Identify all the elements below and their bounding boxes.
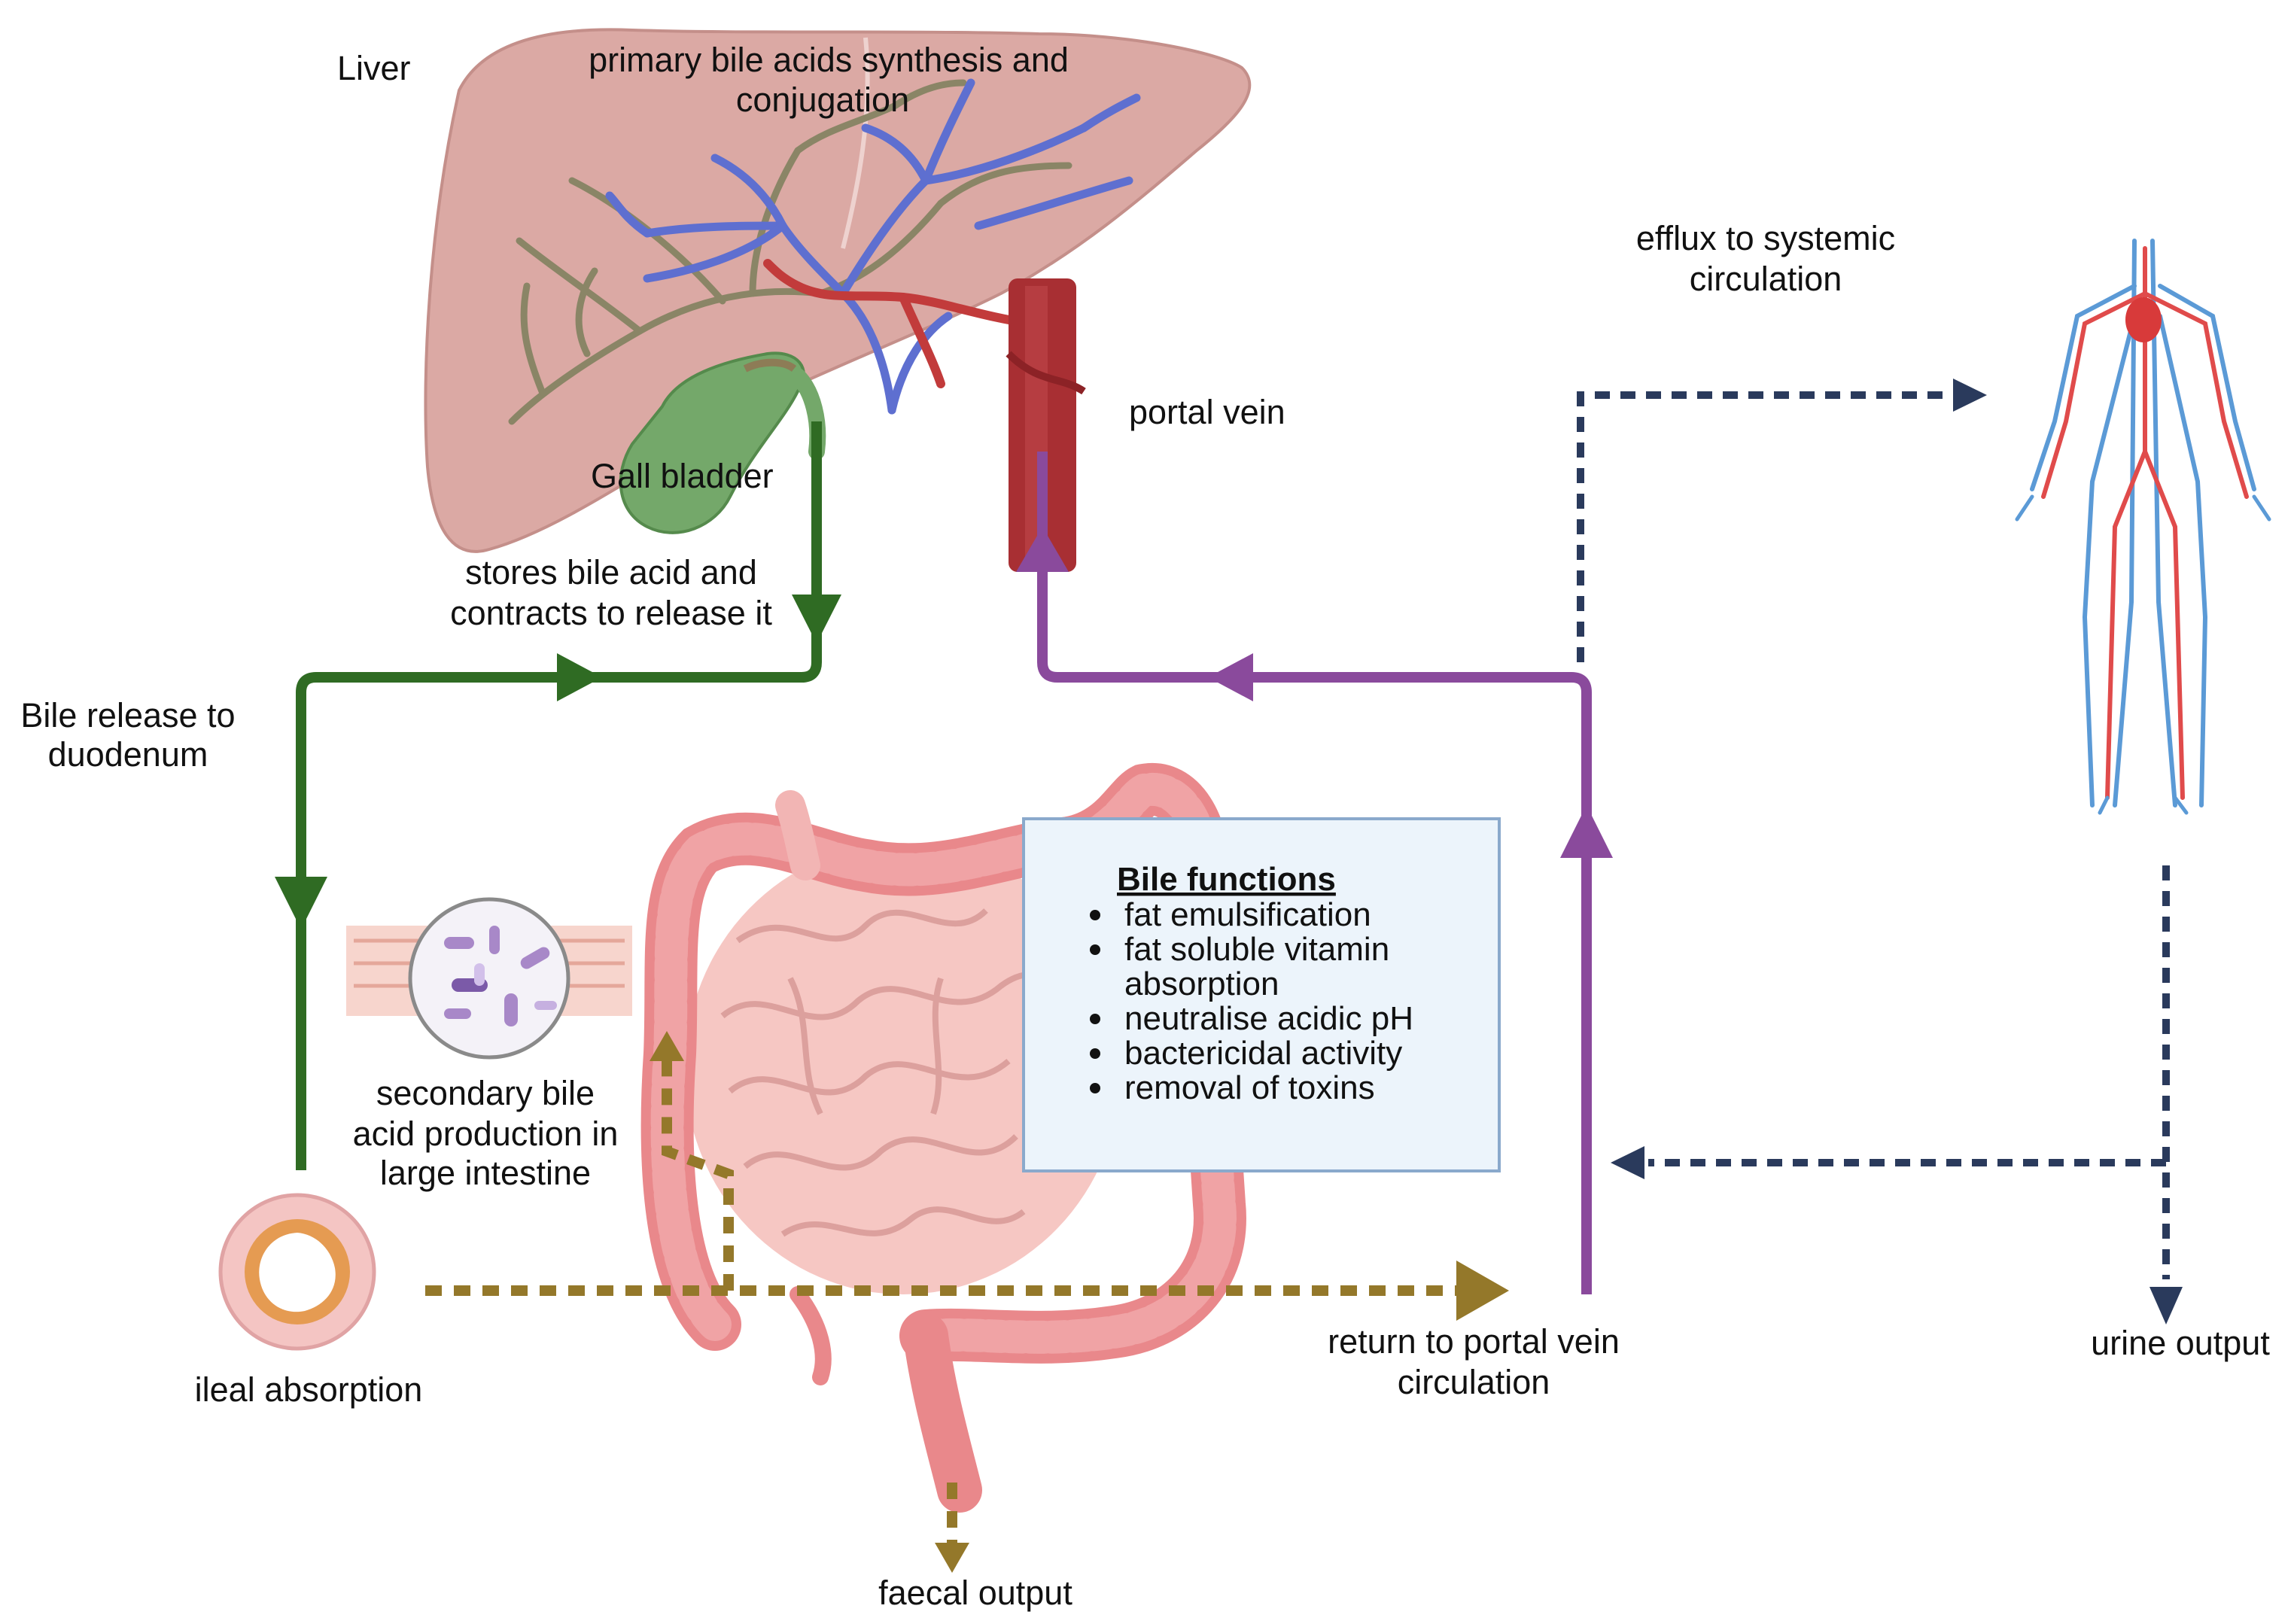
hepatic-artery-icon: [763, 259, 1036, 388]
function-item: fat soluble vitamin: [1124, 931, 1389, 968]
systemic-efflux-path: [1577, 391, 2170, 1279]
liver-illustration: [424, 28, 1252, 572]
return-arrow-left: [1208, 653, 1253, 701]
gall-bladder-label: Gall bladder: [591, 457, 774, 495]
bile-ducts-icon: [508, 79, 1072, 425]
secondary-label-line1: secondary bile: [376, 1074, 595, 1112]
liver-label: Liver: [337, 49, 411, 87]
bacteria-magnifier-icon: [346, 897, 632, 1060]
bullet-icon: [1090, 910, 1100, 920]
heart-icon: [2125, 297, 2162, 342]
bullet-icon: [1090, 944, 1100, 955]
reabsorption-arrow-right: [1456, 1261, 1509, 1321]
synthesis-label-line2: conjugation: [736, 81, 909, 119]
bile-release-label-line2: duodenum: [48, 735, 208, 774]
systemic-return-arrow-left: [1611, 1146, 1644, 1179]
faecal-output-label: faecal output: [878, 1574, 1072, 1612]
bullet-icon: [1090, 1083, 1100, 1093]
function-item: removal of toxins: [1124, 1069, 1375, 1106]
bile-arrow-down-duodenum: [275, 877, 327, 929]
return-arrow-up-portal: [1016, 527, 1069, 572]
return-label-line2: circulation: [1398, 1363, 1550, 1401]
urine-arrow-down: [2149, 1287, 2183, 1324]
function-item: neutralise acidic pH: [1124, 1000, 1413, 1037]
urine-output-label: urine output: [2091, 1324, 2270, 1362]
portal-return-path: [1037, 452, 1592, 1294]
portal-vein-label: portal vein: [1129, 393, 1285, 431]
bile-functions-box: Bile functions fat emulsification fat so…: [1022, 817, 1501, 1172]
labels: Liver primary bile acids synthesis and c…: [20, 41, 2270, 1612]
function-item-cont: absorption: [1124, 966, 1279, 1002]
return-label-line1: return to portal vein: [1328, 1322, 1620, 1361]
faecal-arrow-down: [935, 1543, 969, 1573]
secondary-label-line3: large intestine: [380, 1154, 591, 1192]
stores-label-line1: stores bile acid and: [465, 553, 757, 592]
bullet-icon: [1090, 1048, 1100, 1059]
portal-vein-icon: [1006, 278, 1086, 572]
efflux-label-line1: efflux to systemic: [1636, 219, 1895, 257]
function-item: fat emulsification: [1124, 896, 1371, 933]
reabsorption-arrow-up: [650, 1031, 684, 1061]
ileum-cross-section-icon: [218, 1193, 376, 1351]
synthesis-label-line1: primary bile acids synthesis and: [589, 41, 1069, 79]
bile-release-label-line1: Bile release to: [20, 696, 235, 734]
efflux-arrow-right: [1953, 379, 1987, 412]
return-arrow-up: [1560, 805, 1613, 858]
stores-label-line2: contracts to release it: [450, 594, 772, 632]
bile-functions-title: Bile functions: [1117, 861, 1336, 898]
ileal-absorption-label: ileal absorption: [195, 1370, 423, 1409]
circulatory-system-human-icon: [2015, 239, 2271, 815]
reabsorption-path: [425, 1054, 1460, 1550]
secondary-label-line2: acid production in: [353, 1115, 619, 1153]
bile-arrow-down-gallbladder: [792, 595, 841, 643]
bile-arrow-left: [557, 653, 602, 701]
function-item: bactericidal activity: [1124, 1035, 1402, 1072]
efflux-label-line2: circulation: [1690, 260, 1842, 298]
bullet-icon: [1090, 1014, 1100, 1024]
